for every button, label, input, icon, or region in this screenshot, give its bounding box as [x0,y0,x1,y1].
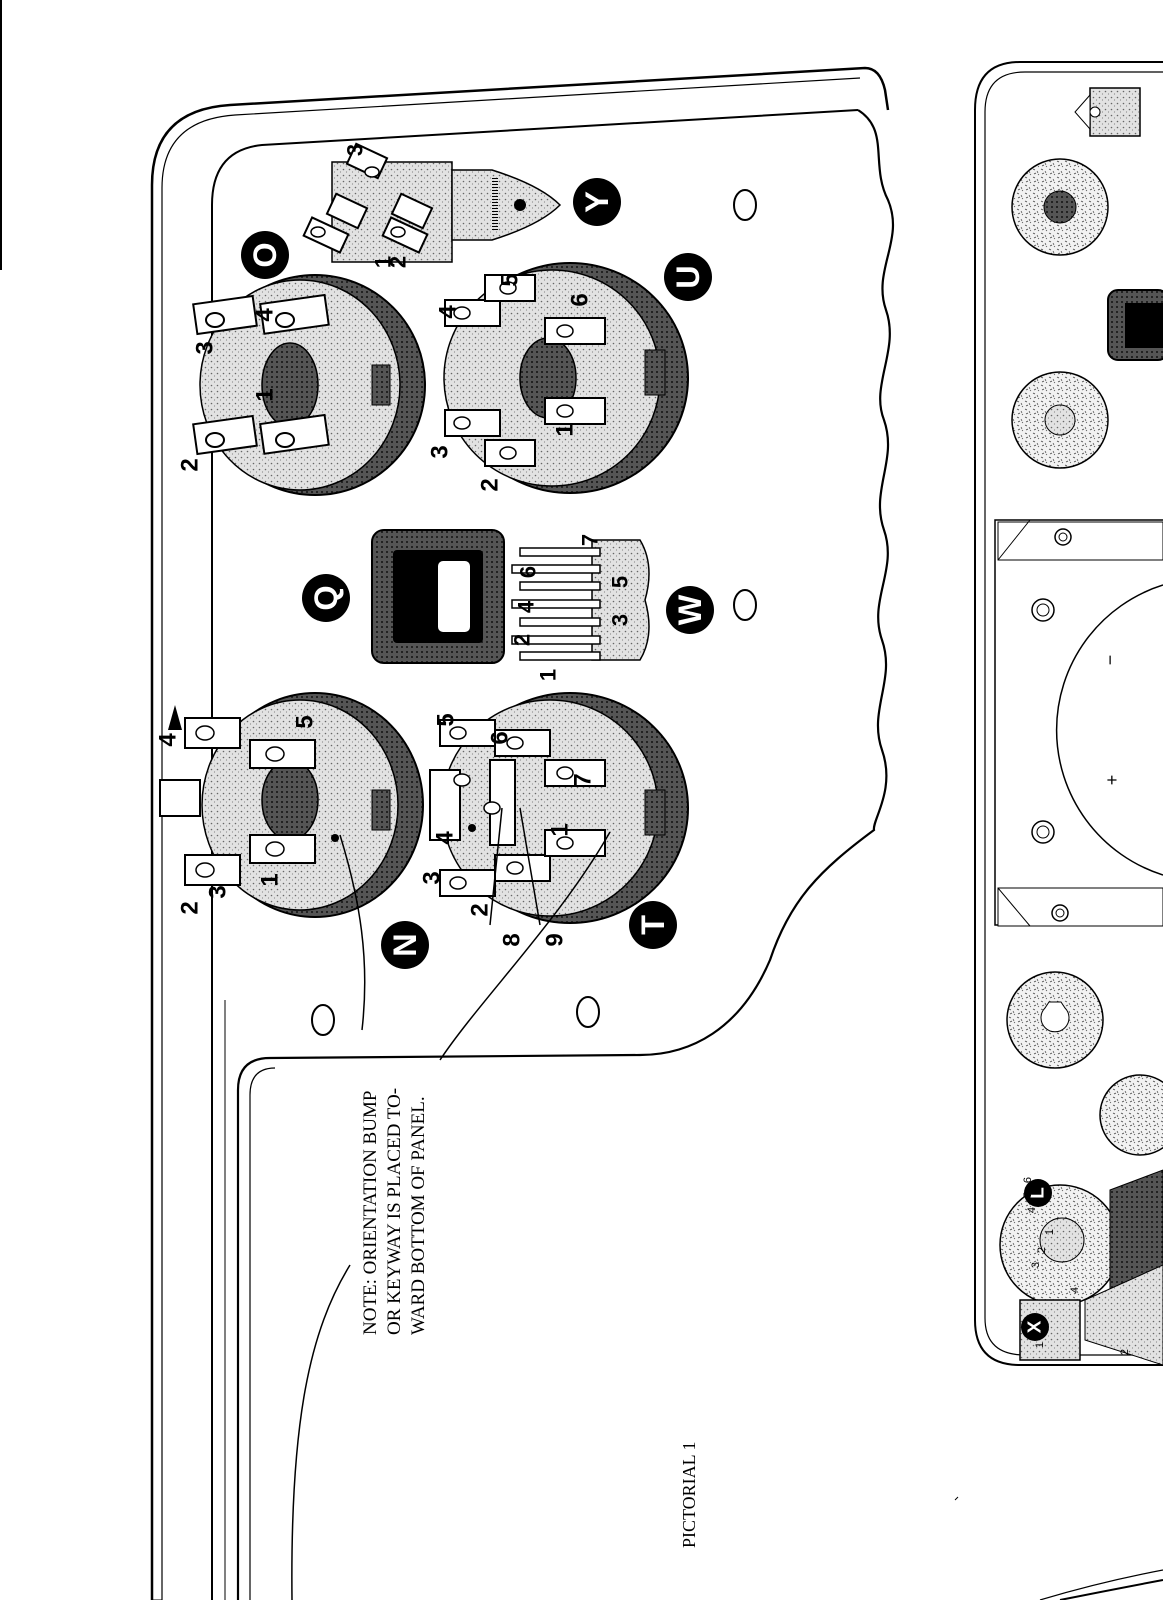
pin-number-O: 3 [192,341,219,354]
pin-number-Y: 3 [343,144,368,156]
callout-W: W [666,586,714,634]
socket-U [443,262,689,494]
pin-number-O: 1 [252,388,279,401]
pin-number-Y: 2 [386,256,411,268]
right-chassis-panel [954,61,1163,1601]
pin-number-L: 5 [1022,1192,1034,1198]
pin-number-T: 7 [570,773,597,786]
socket-O [192,274,426,496]
meter-mark: − [1100,655,1120,666]
pin-number-U: 3 [427,445,454,458]
pin-number-L: 1 [1044,1229,1056,1235]
terminal-strip-Y [302,142,562,263]
callout-X: X [1021,1313,1049,1341]
callout-N: N [381,921,429,969]
pin-number-X: 4 [1069,1287,1081,1293]
callout-label: U [670,265,706,288]
pin-number-N: 4 [155,733,182,747]
callout-O: O [241,231,289,279]
pin-number-T: 2 [467,903,494,916]
pin-number-N: 1 [257,873,284,886]
pin-number-W: 5 [608,576,633,588]
note-text: NOTE: ORIENTATION BUMP OR KEYWAY IS PLAC… [360,1088,429,1335]
socket-T [429,692,689,924]
pin-number-W: 4 [514,600,539,613]
pin-number-T: 6 [487,731,514,744]
pin-number-L: 2 [1036,1247,1048,1253]
pin-number-O: 4 [252,308,279,322]
note-line-2: OR KEYWAY IS PLACED TO- [384,1088,405,1335]
pin-number-U: 2 [477,478,504,491]
pin-number-X: 1 [1034,1342,1046,1348]
pin-number-T: 5 [433,713,460,726]
callout-label: Q [308,585,344,610]
pin-number-T: 3 [419,871,446,884]
callout-Y: Y [573,178,621,226]
transformer-Q [371,529,505,664]
pin-number-N: 5 [292,715,319,728]
pin-number-T: 9 [542,933,569,946]
meter-mark: + [1102,775,1122,786]
figure-caption: PICTORIAL 1 [679,1441,699,1548]
callout-Q: Q [302,574,350,622]
pin-number-W: 2 [510,634,535,646]
pin-number-X: 2 [1119,1349,1131,1355]
pin-number-T: 8 [499,933,526,946]
note-leaders [291,807,611,1601]
callout-badges: O Y U Q W N T L X [241,178,1052,1341]
note-line-1: NOTE: ORIENTATION BUMP [360,1091,381,1335]
pin-number-U: 4 [435,305,462,319]
pin-number-L: 3 [1030,1262,1042,1268]
pin-number-T: 1 [547,823,574,836]
note-line-3: WARD BOTTOM OF PANEL. [408,1096,429,1335]
socket-N [159,692,424,918]
callout-T: T [629,901,677,949]
pin-number-W: 1 [536,669,561,681]
pin-number-W: 6 [516,566,541,578]
callout-label: Y [579,191,615,213]
callout-L: L [1024,1179,1052,1207]
pin-number-U: 5 [497,273,524,286]
plug-W [511,539,650,661]
callout-label: T [635,915,671,935]
pin-number-N: 3 [205,885,232,898]
pin-number-W: 3 [608,614,633,626]
pin-number-U: 1 [552,423,579,436]
pin-number-T: 4 [432,831,459,845]
pin-number-Y: 1 [371,256,396,268]
callout-label: W [672,594,708,625]
callout-label: O [247,242,283,267]
pin-number-W: 7 [578,534,603,546]
pin-number-O: 2 [177,458,204,471]
pin-number-N: 2 [177,901,204,914]
pin-number-U: 6 [567,293,594,306]
callout-label: N [387,933,423,956]
callout-label: L [1028,1187,1049,1199]
callout-U: U [664,253,712,301]
pin-number-L: 6 [1022,1177,1034,1183]
pin-number-L: 4 [1026,1207,1038,1213]
callout-label: X [1025,1320,1046,1333]
